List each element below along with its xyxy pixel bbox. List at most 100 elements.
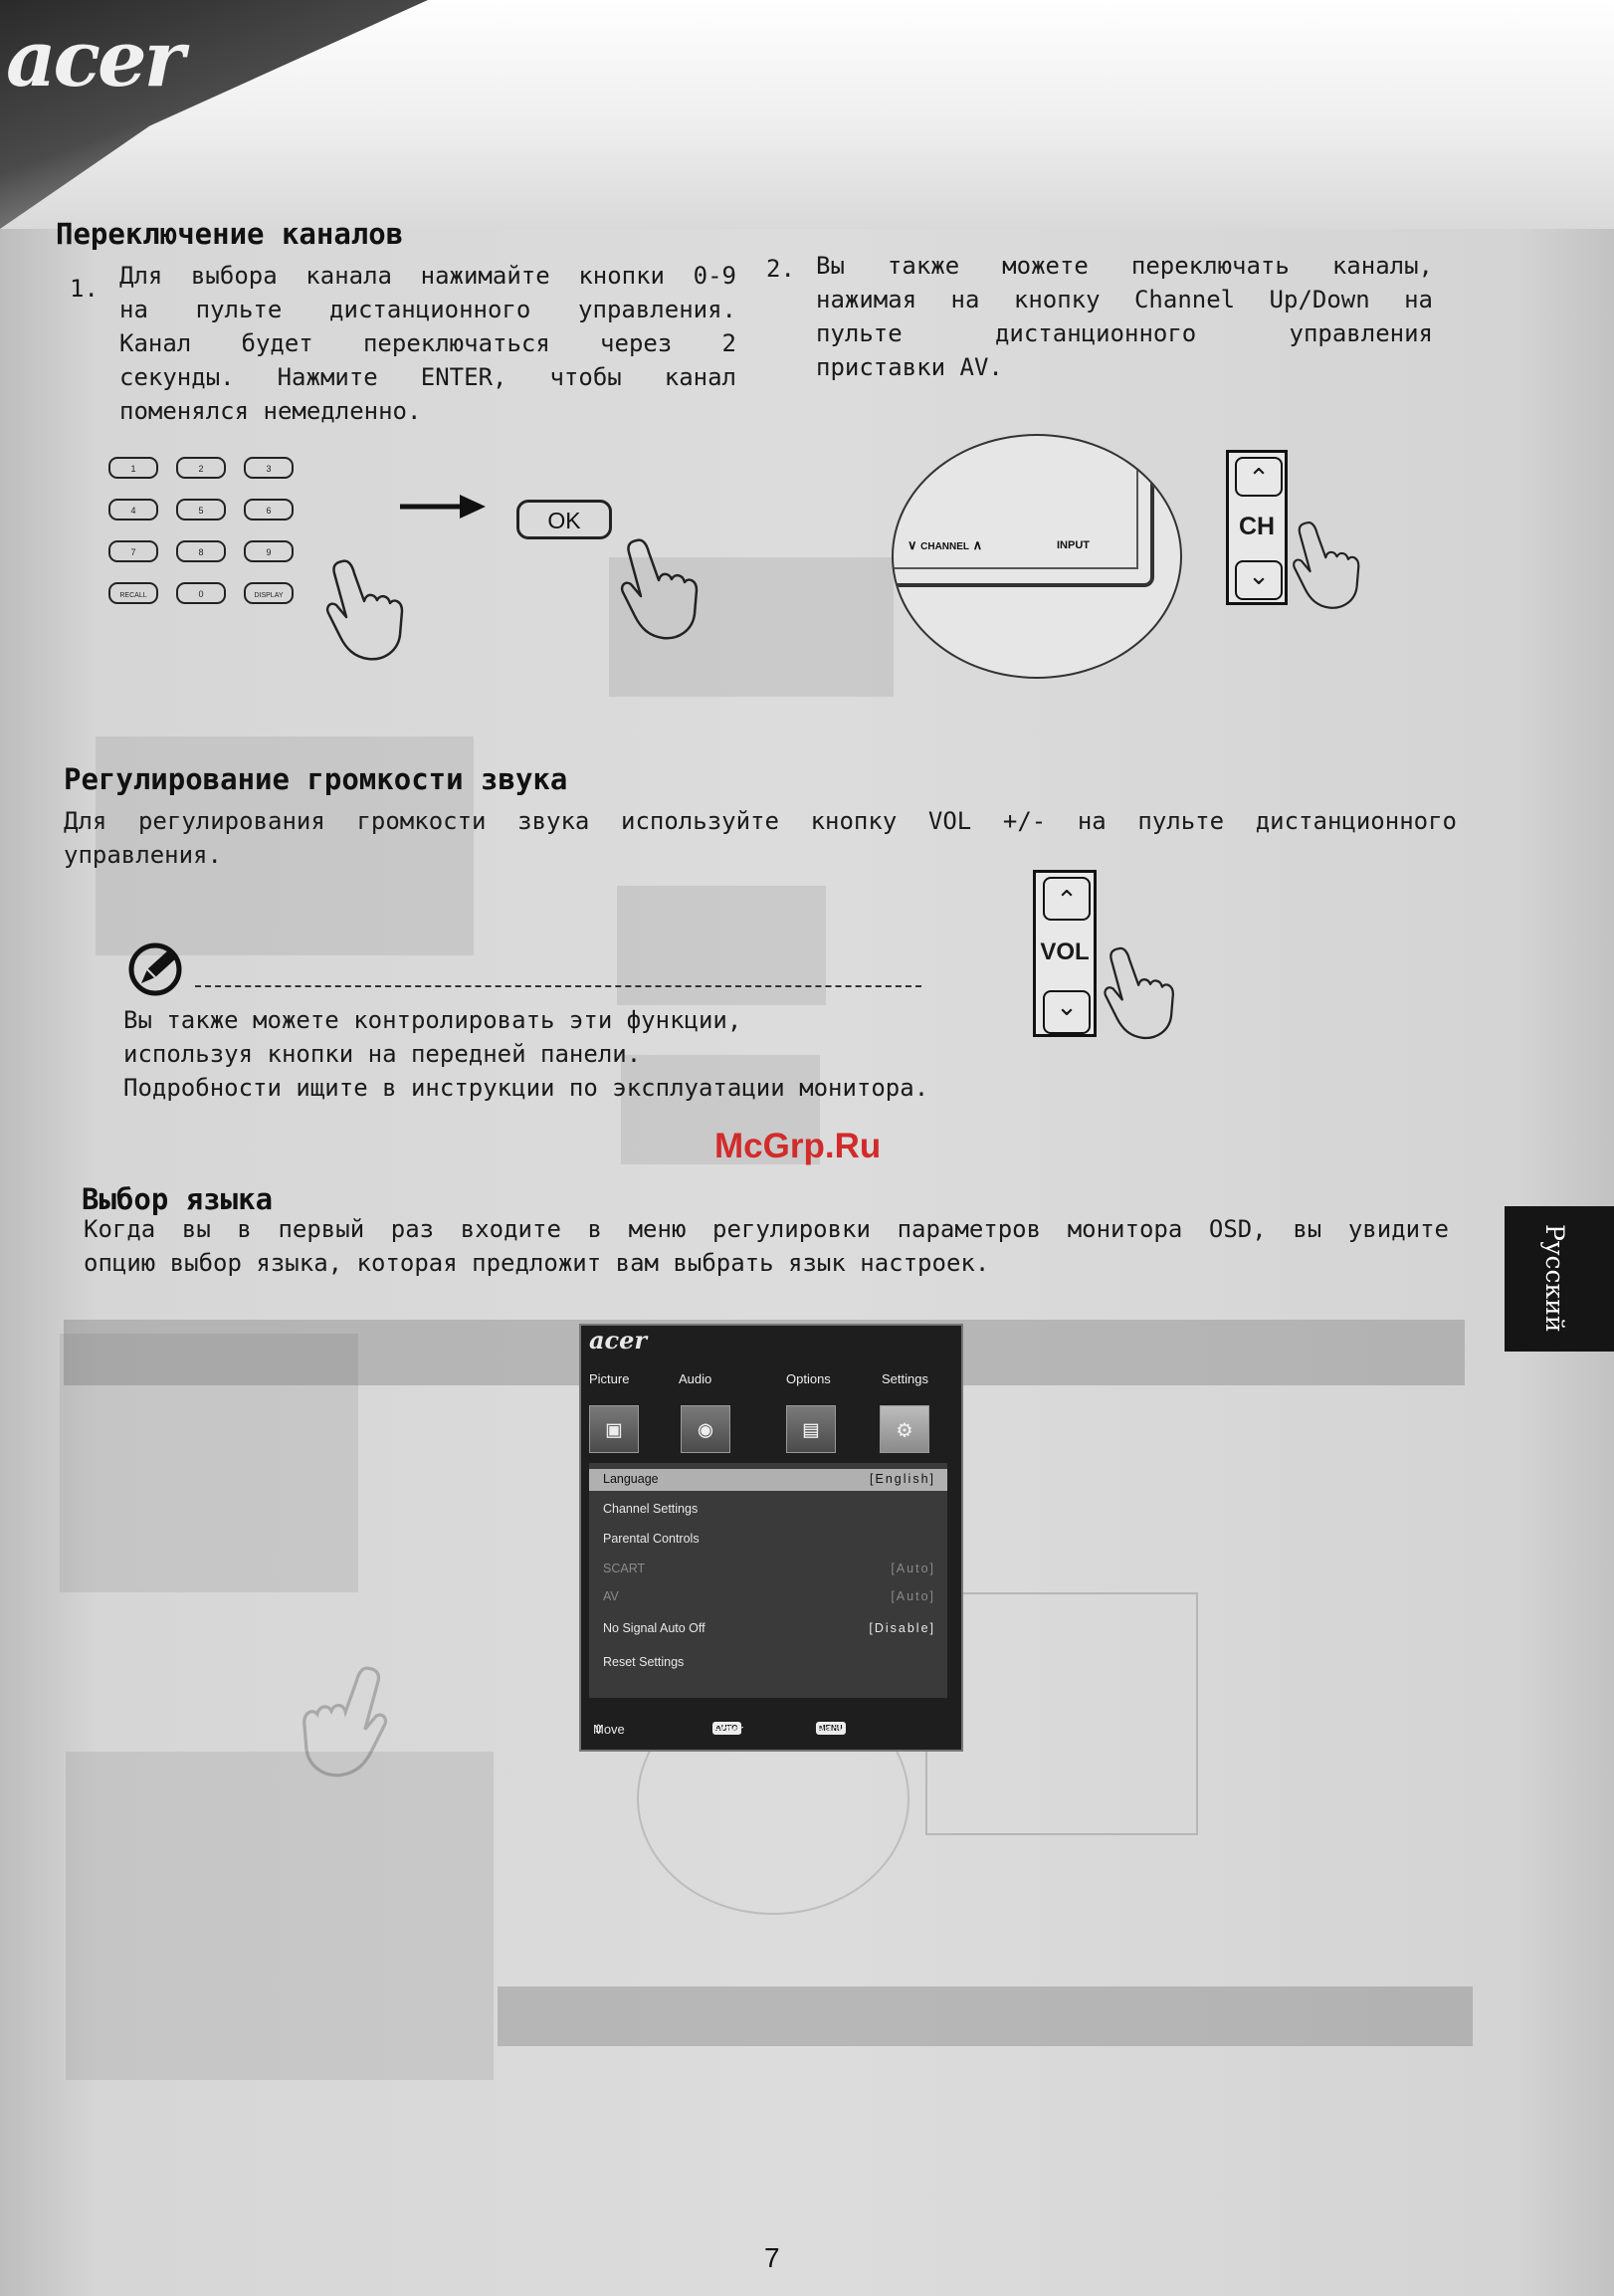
chevron-up-icon: ∧ (969, 537, 983, 552)
vol-label: VOL (1040, 939, 1090, 965)
osd-tab-audio[interactable]: Audio (679, 1371, 712, 1386)
key-2-cap (176, 457, 226, 479)
osd-row-value: [English] (870, 1472, 935, 1486)
osd-acer-logo: acer (589, 1326, 648, 1355)
audio-icon[interactable]: ◉ (681, 1405, 730, 1453)
key-display: DISPLAY (254, 592, 283, 599)
osd-row-language[interactable]: Language [English] (589, 1469, 947, 1491)
key-0-cap (176, 582, 226, 604)
ch-label: CH (1238, 513, 1276, 540)
front-panel-magnifier: ∨ CHANNEL ∧ INPUT (892, 434, 1182, 679)
language-text: Когда вы в первый раз входите в меню рег… (84, 1212, 1449, 1280)
key-0: 0 (198, 589, 203, 599)
osd-row-value: [Disable] (869, 1621, 935, 1635)
key-display-cap (244, 582, 294, 604)
key-1: 1 (130, 464, 135, 474)
vol-rocker-illustration: ⌃ VOL ⌄ (1033, 870, 1097, 1037)
item-1-line: Канал будет переключаться через 2 (119, 329, 736, 357)
item-1-line: Для выбора канала нажимайте кнопки 0-9 (119, 262, 736, 290)
language-line: опцию выбор языка, которая предложит вам… (84, 1249, 990, 1277)
volume-line: Для регулирования громкости звука исполь… (64, 807, 1457, 835)
bleed-through-band-2 (498, 1986, 1473, 2046)
key-8: 8 (198, 547, 203, 557)
osd-move-label: Move (593, 1722, 625, 1737)
auto-key-icon: AUTO (712, 1722, 741, 1735)
osd-row-value: [Auto] (891, 1589, 935, 1603)
osd-row-value: [Auto] (891, 1562, 935, 1575)
menu-key-icon: MENU (816, 1722, 846, 1735)
bleed-through-image-3 (621, 1055, 820, 1164)
options-icon[interactable]: ▤ (786, 1405, 836, 1453)
key-9-cap (244, 540, 294, 562)
updown-arrows-icon: ⇕ (593, 1722, 604, 1737)
chevron-down-icon: ∨ (908, 537, 921, 552)
site-watermark: McGrp.Ru (714, 1127, 882, 1165)
key-7: 7 (130, 547, 135, 557)
osd-row-label: Language (603, 1472, 659, 1486)
note-divider (195, 985, 921, 987)
volume-text: Для регулирования громкости звука исполь… (64, 804, 1457, 872)
osd-menu: acer Picture Audio Options Settings ▣ ◉ … (579, 1324, 963, 1752)
heading-language: Выбор языка (82, 1182, 274, 1216)
note-line: используя кнопки на передней панели. (123, 1040, 642, 1068)
bleed-through-hand-icon (303, 1666, 388, 1777)
ch-down-icon: ⌄ (1235, 560, 1283, 600)
hand-pointer-icon (620, 538, 699, 640)
hand-pointer-icon (1104, 946, 1175, 1040)
picture-icon[interactable]: ▣ (589, 1405, 639, 1453)
page-number: 7 (764, 2242, 780, 2273)
note-pencil-icon (128, 942, 182, 996)
bleed-through-block-left-2 (60, 1334, 358, 1592)
note-line: Вы также можете контролировать эти функц… (123, 1006, 742, 1034)
key-5: 5 (198, 506, 203, 516)
osd-row-scart[interactable]: SCART [Auto] (589, 1559, 947, 1580)
front-panel-bezel (894, 436, 1154, 587)
osd-tab-picture[interactable]: Picture (589, 1371, 630, 1386)
ch-rocker-illustration: ⌃ CH ⌄ (1226, 450, 1288, 605)
heading-volume: Регулирование громкости звука (64, 762, 568, 796)
key-8-cap (176, 540, 226, 562)
ch-up-icon: ⌃ (1235, 457, 1283, 497)
item-1-line: на пульте дистанционного управления. (119, 296, 736, 323)
osd-row-parental-controls[interactable]: Parental Controls (589, 1529, 947, 1551)
channel-label: CHANNEL (920, 541, 970, 552)
osd-tab-options[interactable]: Options (786, 1371, 831, 1386)
hand-pointer-icon (1293, 521, 1360, 609)
osd-settings-panel: Language [English] Channel Settings Pare… (589, 1463, 947, 1698)
bleed-through-block-left-1 (96, 736, 474, 955)
language-side-tab-label: Русский (1540, 1224, 1569, 1333)
item-2-text: Вы также можете переключать каналы, нажи… (816, 249, 1433, 384)
osd-row-label: No Signal Auto Off (603, 1621, 706, 1635)
osd-row-channel-settings[interactable]: Channel Settings (589, 1499, 947, 1521)
osd-row-no-signal-auto-off[interactable]: No Signal Auto Off [Disable] (589, 1618, 947, 1640)
item-1-line: секунды. Нажмите ENTER, чтобы канал (119, 363, 736, 391)
vol-down-icon: ⌄ (1043, 990, 1091, 1034)
key-7-cap (108, 540, 158, 562)
key-5-cap (176, 499, 226, 521)
key-9: 9 (266, 547, 271, 557)
item-1-number: 1. (70, 275, 99, 303)
ok-label: OK (547, 508, 581, 533)
key-3: 3 (266, 464, 271, 474)
acer-logo: acer (6, 14, 185, 104)
note-text: Вы также можете контролировать эти функц… (123, 1003, 1079, 1105)
osd-row-label: Channel Settings (603, 1502, 699, 1516)
front-panel-inner (894, 436, 1138, 569)
settings-gear-icon[interactable]: ⚙ (880, 1405, 929, 1453)
ok-button-illustration: OK (516, 500, 612, 539)
heading-channel-switching: Переключение каналов (56, 217, 404, 251)
hand-pointer-icon (325, 559, 404, 661)
channel-button-label: ∨ CHANNEL ∧ (908, 537, 982, 553)
osd-tab-settings[interactable]: Settings (882, 1371, 928, 1386)
osd-tab-bar: Picture Audio Options Settings (581, 1371, 961, 1393)
key-6-cap (244, 499, 294, 521)
key-6: 6 (266, 506, 271, 516)
item-1-text: Для выбора канала нажимайте кнопки 0-9 н… (119, 259, 736, 428)
vol-up-icon: ⌃ (1043, 877, 1091, 921)
osd-row-reset-settings[interactable]: Reset Settings (589, 1652, 947, 1674)
item-2-line: нажимая на кнопку Channel Up/Down на (816, 286, 1433, 313)
osd-row-av[interactable]: AV [Auto] (589, 1586, 947, 1608)
language-side-tab: Русский (1505, 1206, 1614, 1352)
osd-enter-label: Enter (712, 1722, 744, 1737)
